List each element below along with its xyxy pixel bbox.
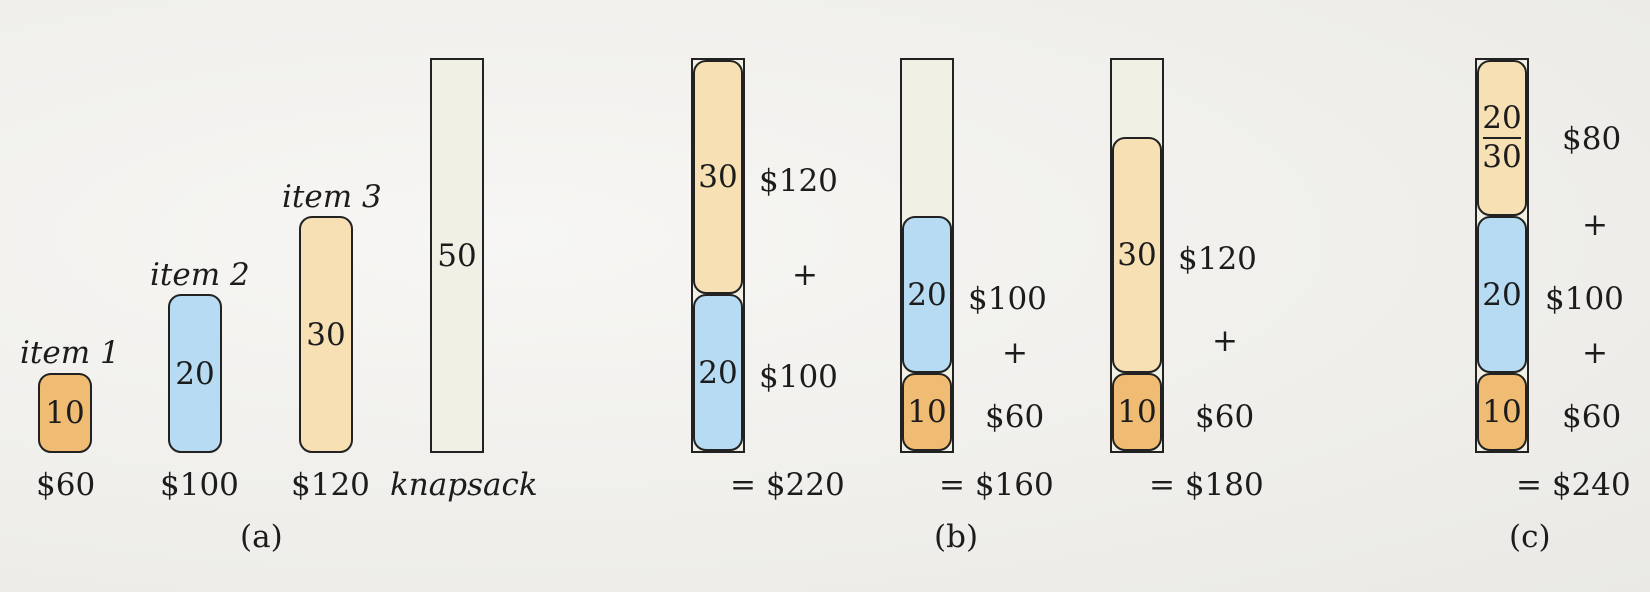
b3-item-30: 30 [1112,137,1162,373]
b2-value-100: $100 [968,281,1047,317]
b3-value-120: $120 [1178,241,1257,277]
b3-total: = $180 [1149,467,1264,503]
item-3-weight: 30 [306,316,346,353]
b2-total: = $160 [939,467,1054,503]
b1-plus: + [792,257,818,293]
b3-plus: + [1212,323,1238,359]
b1-value-100: $100 [759,359,838,395]
caption-a: (a) [240,519,283,555]
b2-plus: + [1002,335,1028,371]
c-value-60: $60 [1562,399,1622,435]
c-item-10: 10 [1477,373,1527,451]
c-value-80: $80 [1562,121,1622,157]
b1-value-120: $120 [759,163,838,199]
c-fraction-denominator: 30 [1482,139,1522,175]
c-plus-2: + [1582,335,1608,371]
knapsack-block: 50 [430,58,484,453]
b1-weight-20: 20 [698,354,738,391]
item-1-value: $60 [36,467,96,503]
c-plus-1: + [1582,207,1608,243]
b2-weight-20: 20 [907,276,947,313]
b3-value-60: $60 [1195,399,1255,435]
item-3-label: item 3 [282,179,382,215]
b1-item-20: 20 [693,294,743,451]
c-item-30-fraction: 20 30 [1477,60,1527,216]
item-2-value: $100 [160,467,239,503]
b2-item-20: 20 [902,216,952,373]
item-2-label: item 2 [150,257,250,293]
knapsack-label: knapsack [390,467,538,503]
b1-item-30: 30 [693,60,743,294]
item-1-weight: 10 [45,395,85,431]
caption-c: (c) [1509,519,1551,555]
knapsack-capacity: 50 [437,237,477,274]
c-total: = $240 [1516,467,1631,503]
item-3-value: $120 [291,467,370,503]
item-1-block: 10 [38,373,92,453]
c-fraction-numerator: 20 [1482,100,1522,137]
c-weight-10: 10 [1482,394,1522,430]
c-item-20: 20 [1477,216,1527,373]
b1-total: = $220 [730,467,845,503]
b2-value-60: $60 [985,399,1045,435]
c-value-100: $100 [1545,281,1624,317]
b3-weight-30: 30 [1117,237,1157,273]
item-2-weight: 20 [175,355,215,392]
b2-item-10: 10 [902,373,952,451]
item-3-block: 30 [299,216,353,453]
item-2-block: 20 [168,294,222,453]
b2-weight-10: 10 [907,394,947,430]
c-weight-20: 20 [1482,276,1522,313]
caption-b: (b) [934,519,979,555]
b3-item-10: 10 [1112,373,1162,451]
b1-weight-30: 30 [698,159,738,195]
b3-weight-10: 10 [1117,394,1157,430]
c-fraction-bar [1482,137,1521,139]
c-fraction: 20 30 [1482,102,1521,173]
item-1-label: item 1 [20,335,120,371]
